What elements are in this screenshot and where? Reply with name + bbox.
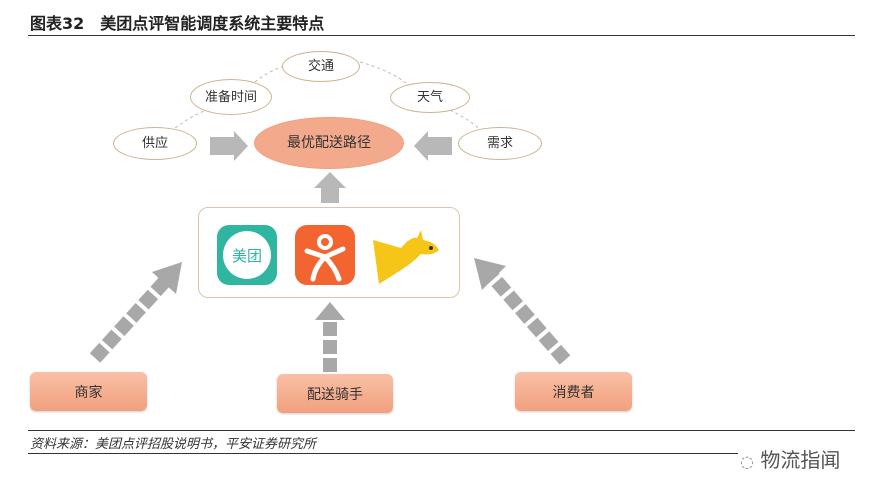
arrow-up — [314, 172, 346, 203]
dianping-logo — [295, 225, 355, 285]
watermark: ◌ 物流指闻 — [740, 444, 840, 473]
factor-traffic: 交通 — [282, 51, 360, 82]
wechat-icon: ◌ — [740, 452, 754, 471]
arrow-left — [414, 131, 452, 161]
actor-consumer: 消费者 — [515, 372, 632, 411]
source-divider-top — [28, 430, 855, 431]
factor-supply: 供应 — [113, 127, 197, 160]
meituan-logo: 美团 — [217, 225, 277, 285]
arrow-head-consumer — [474, 258, 506, 290]
arrow-head-rider — [315, 302, 345, 320]
factor-weather: 天气 — [390, 82, 470, 113]
kangaroo-logo — [371, 228, 443, 288]
title-divider — [28, 35, 855, 36]
source-note: 资料来源：美团点评招股说明书，平安证券研究所 — [30, 437, 317, 452]
factor-prep-time: 准备时间 — [190, 79, 272, 115]
actor-rider: 配送骑手 — [277, 374, 393, 413]
watermark-text: 物流指闻 — [760, 448, 841, 472]
figure-title: 图表32 美团点评智能调度系统主要特点 — [30, 14, 325, 33]
actor-merchant: 商家 — [30, 372, 147, 411]
source-divider-bottom — [28, 453, 738, 454]
arrow-head-merchant — [152, 262, 182, 294]
factor-demand: 需求 — [458, 127, 542, 160]
platform-box: 美团 — [198, 207, 460, 298]
meituan-logo-text: 美团 — [223, 231, 271, 279]
optimal-route: 最优配送路径 — [254, 117, 404, 169]
arrow-right — [210, 131, 248, 161]
dashed-arrows — [89, 271, 571, 372]
